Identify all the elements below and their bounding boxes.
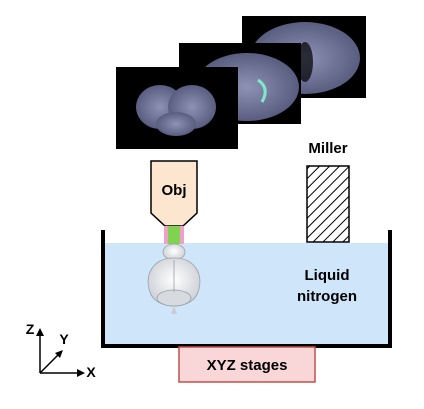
liquid-label-line1: Liquid [305, 267, 350, 284]
objective-label: Obj [162, 182, 187, 199]
objective-tip-green [168, 226, 180, 244]
axis-x-label: X [86, 364, 96, 380]
objective: Obj [150, 160, 198, 244]
miller: Miller [306, 140, 350, 243]
brain-slice-front [116, 67, 238, 149]
mouse-brain [147, 243, 201, 314]
liquid-label-line2: nitrogen [297, 288, 357, 305]
axes-indicator [36, 328, 85, 377]
axis-y-label: Y [59, 331, 69, 347]
bath-container [101, 230, 392, 348]
xyz-stage: XYZ stages [178, 346, 316, 383]
miller-label: Miller [308, 140, 347, 157]
miller-block [306, 165, 350, 243]
axis-z-label: Z [26, 321, 35, 337]
stage-label: XYZ stages [207, 357, 288, 374]
